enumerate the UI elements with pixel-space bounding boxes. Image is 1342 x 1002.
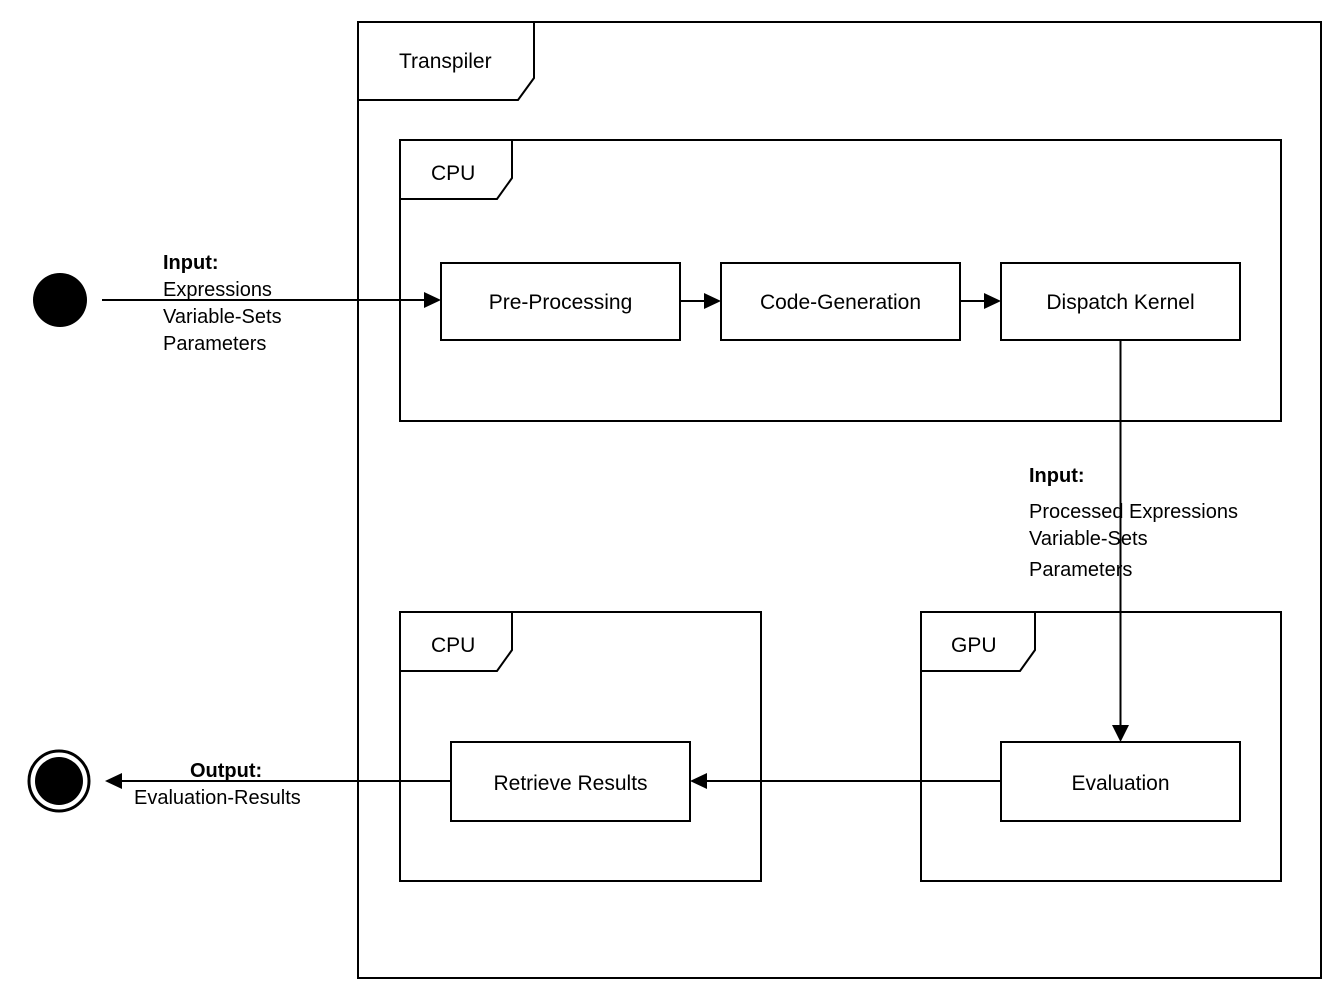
frame-gpu-border xyxy=(920,611,1282,882)
edge-start-arrowhead xyxy=(424,292,441,308)
frame-transpiler-tab xyxy=(358,21,535,101)
edge-label-input: Input: Expressions Variable-Sets Paramet… xyxy=(163,252,282,355)
frame-cpu-top-tab xyxy=(400,139,513,200)
edge-dispatch-to-evaluation-arrowhead xyxy=(1112,725,1129,742)
frame-cpu-top-border xyxy=(399,139,1282,422)
node-pre-processing-label: Pre-Processing xyxy=(489,291,633,314)
final-node xyxy=(27,749,91,813)
edge-label-input-line-1: Expressions xyxy=(163,279,272,301)
edge-preprocessing-to-codegen xyxy=(680,293,721,309)
edge-start-to-preprocessing xyxy=(102,292,441,308)
node-code-generation-label: Code-Generation xyxy=(760,291,921,314)
frame-cpu-bottom-label: CPU xyxy=(431,634,475,657)
edge-label-input-line-2: Variable-Sets xyxy=(163,306,282,328)
frame-gpu: GPU xyxy=(920,611,1282,882)
edge-label-processed-input-line-2: Variable-Sets xyxy=(1029,528,1148,550)
edge-label-processed-input-line-3: Parameters xyxy=(1029,559,1132,581)
edge-label-output-heading: Output: xyxy=(190,760,262,782)
frame-cpu-bottom: CPU xyxy=(399,611,762,882)
edge-evaluation-to-retrieve-arrowhead xyxy=(690,773,707,789)
edge-retrieve-to-end xyxy=(105,773,451,789)
node-dispatch-kernel-label: Dispatch Kernel xyxy=(1046,291,1194,314)
node-retrieve-results[interactable]: Retrieve Results xyxy=(450,741,691,822)
frame-transpiler-label: Transpiler xyxy=(399,50,492,73)
node-evaluation-label: Evaluation xyxy=(1071,772,1169,795)
node-retrieve-results-box[interactable] xyxy=(450,741,691,822)
edge-label-processed-input: Input: Processed Expressions Variable-Se… xyxy=(1029,465,1238,581)
edge-label-input-heading: Input: xyxy=(163,252,219,274)
final-node-core xyxy=(35,757,83,805)
initial-node xyxy=(33,273,87,327)
node-pre-processing[interactable]: Pre-Processing xyxy=(440,262,681,341)
final-node-ring xyxy=(27,749,91,813)
node-evaluation-box[interactable] xyxy=(1000,741,1241,822)
edge-retrieve-to-end-arrowhead xyxy=(105,773,122,789)
node-dispatch-kernel[interactable]: Dispatch Kernel xyxy=(1000,262,1241,341)
edge-label-input-line-3: Parameters xyxy=(163,333,266,355)
edge-dispatch-to-evaluation xyxy=(1112,340,1129,742)
edge-label-output: Output: Evaluation-Results xyxy=(134,760,301,809)
edge-preprocessing-to-codegen-arrowhead xyxy=(704,293,721,309)
frame-cpu-top-label: CPU xyxy=(431,162,475,185)
frame-transpiler-border xyxy=(357,21,1322,979)
frame-transpiler: Transpiler xyxy=(357,21,1322,979)
edge-label-processed-input-line-1: Processed Expressions xyxy=(1029,501,1238,523)
node-code-generation[interactable]: Code-Generation xyxy=(720,262,961,341)
edge-label-processed-input-heading: Input: xyxy=(1029,465,1085,487)
edge-codegen-to-dispatch-arrowhead xyxy=(984,293,1001,309)
edge-evaluation-to-retrieve xyxy=(690,773,1001,789)
edge-label-output-line-1: Evaluation-Results xyxy=(134,787,301,809)
frame-cpu-top: CPU xyxy=(399,139,1282,422)
edge-codegen-to-dispatch xyxy=(960,293,1001,309)
frame-gpu-label: GPU xyxy=(951,634,997,657)
frame-cpu-bottom-tab xyxy=(400,611,513,672)
frame-cpu-bottom-border xyxy=(399,611,762,882)
frame-gpu-tab xyxy=(921,611,1036,672)
node-evaluation[interactable]: Evaluation xyxy=(1000,741,1241,822)
node-retrieve-results-label: Retrieve Results xyxy=(493,772,647,795)
